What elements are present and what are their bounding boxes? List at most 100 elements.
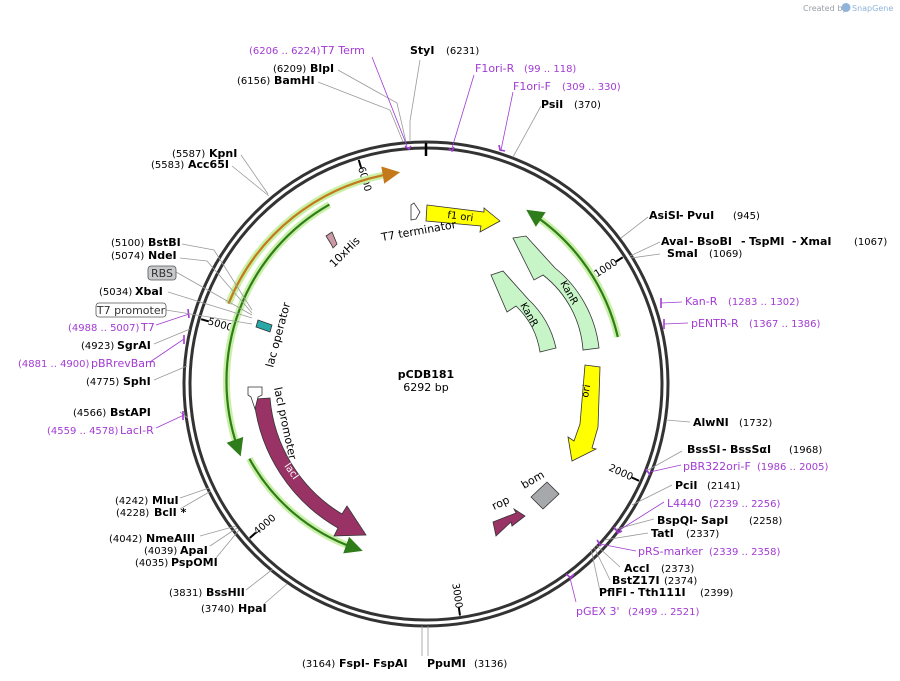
primer-arrow — [498, 144, 506, 152]
primer-range: (1283 .. 1302) — [728, 297, 800, 308]
site-name: BstAPI — [110, 406, 151, 419]
site-position: (2337) — [686, 529, 719, 540]
site-bspqi[interactable]: BspQI SapI (2258) — [612, 514, 782, 531]
site-separator: - — [679, 209, 684, 222]
site-position: (3831) — [169, 588, 202, 599]
primer-t7[interactable]: (4988 .. 5007) T7 — [68, 308, 190, 334]
site-bstbi[interactable]: (5100) BstBI — [111, 236, 253, 311]
site-name: BspQI — [657, 514, 693, 527]
site-position: (2141) — [707, 481, 740, 492]
primer-range: (2339 .. 2358) — [709, 547, 781, 558]
site-fspi[interactable]: (3164) FspI FspAI — [302, 626, 423, 670]
primer-kan-r[interactable]: Kan-R (1283 .. 1302) — [660, 295, 800, 308]
site-psii[interactable]: PsiI (370) — [512, 98, 601, 158]
feature-f1-ori — [425, 204, 501, 233]
boxed-label-t7-promoter[interactable]: T7 promoter — [95, 302, 253, 325]
primer-leader — [451, 74, 475, 149]
site-sphi[interactable]: (4775) SphI — [86, 365, 188, 388]
site-nmeaiii[interactable]: (4042) NmeAIII — [109, 525, 237, 545]
primer-name: pBR322ori-F — [683, 460, 751, 473]
site-leader — [665, 419, 691, 423]
site-name: FspI — [339, 657, 365, 670]
site-asisi[interactable]: AsiSI PvuI (945) — [620, 209, 760, 239]
site-leader — [603, 532, 649, 541]
site-apai[interactable]: (4039) ApaI — [144, 527, 238, 557]
primer-leader — [371, 56, 408, 147]
site-mlui[interactable]: (4242) MluI — [115, 487, 210, 507]
site-smai[interactable]: SmaI (1069) — [630, 247, 742, 260]
site-pflfi[interactable]: PflFI Tth111I (2399) — [590, 548, 733, 599]
site-ppumi[interactable]: PpuMI (3136) — [427, 626, 507, 670]
site-name: BstBI — [148, 236, 181, 249]
primer-f1ori-f[interactable]: F1ori-F (309 .. 330) — [498, 80, 621, 152]
primer-f1ori-r[interactable]: F1ori-R (99 .. 118) — [448, 62, 576, 153]
site-bsshii[interactable]: (3831) BssHII — [169, 568, 274, 599]
primer-l4440[interactable]: L4440 (2239 .. 2256) — [613, 497, 781, 535]
site-hpai[interactable]: (3740) HpaI — [201, 583, 288, 615]
site-leader — [317, 81, 404, 143]
primer-pentr-r[interactable]: pENTR-R (1367 .. 1386) — [663, 317, 821, 330]
site-leader — [593, 546, 611, 581]
site-xbai[interactable]: (5034) XbaI — [99, 285, 253, 319]
primer-leader — [599, 543, 637, 552]
site-kpni[interactable]: (5587) KpnI — [172, 147, 269, 195]
site-position: (2399) — [700, 588, 733, 599]
site-alwni[interactable]: AlwNI (1732) — [665, 416, 772, 429]
snapgene-credit: Created by SnapGene — [803, 3, 893, 13]
primer-pgex-3[interactable]: pGEX 3' (2499 .. 2521) — [565, 573, 700, 618]
site-name: BsoBI — [697, 235, 732, 248]
site-position: (945) — [733, 211, 760, 222]
credit-text: Created by — [803, 4, 847, 13]
site-bstapi[interactable]: (4566) BstAPI — [73, 406, 189, 419]
site-bamhi[interactable]: (6156) BamHI — [237, 74, 404, 143]
site-leader — [199, 525, 237, 537]
primer-name: pGEX 3' — [576, 605, 620, 618]
site-ndei[interactable]: (5074) NdeI — [111, 249, 253, 314]
site-name: SgrAI — [117, 339, 151, 352]
site-sgrai[interactable]: (4923) SgrAI — [81, 328, 191, 352]
site-styi[interactable]: StyI (6231) — [409, 44, 479, 142]
site-bstz17i[interactable]: BstZ17I (2374) — [593, 546, 697, 587]
primer-arrow — [613, 526, 623, 535]
plasmid-length: 6292 bp — [403, 381, 448, 394]
site-acc65i[interactable]: (5583) Acc65I — [151, 158, 270, 197]
boxed-labels: T7 promoter RBS — [95, 265, 253, 325]
site-leader — [595, 544, 621, 568]
primer-range: (4988 .. 5007) — [68, 323, 140, 334]
site-pcii[interactable]: PciI (2141) — [631, 479, 740, 506]
site-name: StyI — [410, 44, 434, 57]
orf-green-arc-right — [526, 209, 619, 338]
scale-tick — [249, 531, 257, 539]
primer-prs-marker[interactable]: pRS-marker (2339 .. 2358) — [596, 539, 781, 558]
site-name: NdeI — [148, 249, 177, 262]
site-avai[interactable]: AvaI BsoBI TspMI XmaI (1067) — [629, 235, 887, 257]
site-leader — [620, 216, 649, 239]
primer-name: pENTR-R — [691, 317, 739, 330]
primer-t7-term[interactable]: (6206 .. 6224) T7 Term — [249, 44, 412, 151]
primer-range: (309 .. 330) — [562, 82, 621, 93]
feature-ori-label: ori — [580, 384, 593, 399]
boxed-label-rbs[interactable]: RBS — [147, 265, 253, 316]
site-blpi[interactable]: (6209) BlpI — [273, 62, 407, 143]
site-bcli[interactable]: (4228) BclI * — [116, 490, 212, 519]
primer-pbrrevbam[interactable]: (4881 .. 4900) pBRrevBam — [18, 335, 185, 370]
site-bsssi[interactable]: BssSI BssSαI (1968) — [647, 443, 822, 471]
feature-ori — [567, 364, 601, 462]
site-separator: - — [365, 657, 370, 670]
primer-name: F1ori-F — [513, 80, 551, 93]
restriction-sites: StyI (6231) (6209) BlpI (6156) BamHI Psi… — [73, 44, 887, 670]
site-pspomi[interactable]: (4035) PspOMI — [135, 529, 240, 569]
feature-kanr-inner — [490, 270, 557, 353]
credit-brand: SnapGene — [852, 4, 893, 13]
primer-pbr322ori-f[interactable]: pBR322ori-F (1986 .. 2005) — [645, 460, 829, 476]
box-leader — [165, 309, 253, 325]
primer-laci-r[interactable]: (4559 .. 4578) LacI-R — [47, 411, 185, 437]
site-leader — [630, 253, 661, 259]
site-acci[interactable]: AccI (2373) — [595, 544, 694, 575]
site-separator: - — [792, 235, 797, 248]
feature-bom — [530, 481, 560, 510]
site-tati[interactable]: TatI (2337) — [603, 527, 719, 541]
site-name: PciI — [675, 479, 697, 492]
site-leader — [337, 69, 407, 143]
site-name: PflFI — [599, 586, 627, 599]
